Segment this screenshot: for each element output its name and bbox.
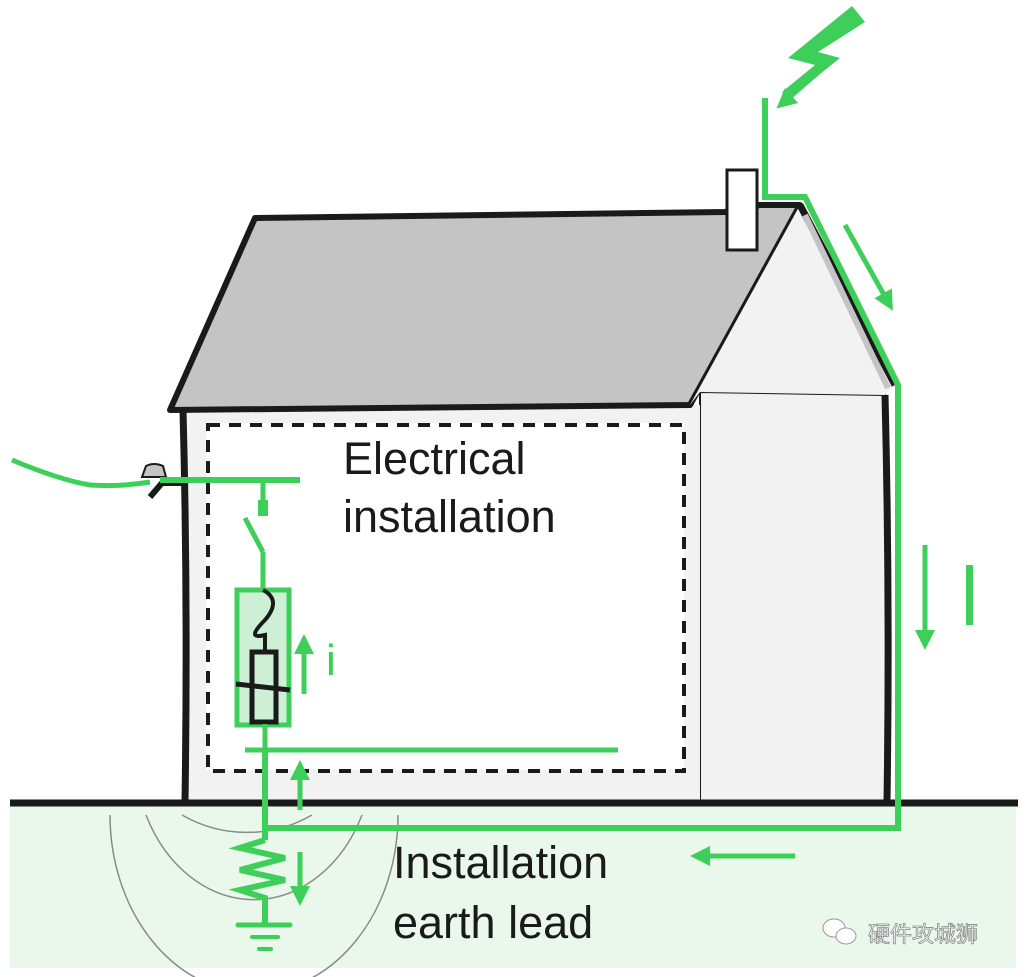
watermark-text: 硬件攻城狮 — [868, 923, 978, 948]
electrical-installation-boundary — [206, 423, 686, 773]
insulator — [140, 463, 168, 478]
electrical-installation-label-1: Electrical — [343, 433, 526, 484]
earth-lead-label-1: Installation — [393, 837, 608, 888]
house-side-wall — [699, 390, 890, 803]
current-label-small: i — [326, 636, 336, 685]
lightning-current-path — [265, 98, 901, 831]
switch-icon — [242, 516, 266, 554]
electrical-installation-label-2: installation — [343, 491, 556, 542]
current-label-large — [966, 565, 973, 625]
supply-line — [11, 457, 151, 489]
earth-resistor-icon — [228, 837, 286, 925]
chimney — [725, 168, 759, 252]
current-arrows — [290, 223, 935, 906]
house-gable — [690, 205, 895, 405]
earth-lead-label-2: earth lead — [393, 897, 593, 948]
ground-symbol-icon — [235, 922, 293, 951]
lightning-bolt-icon — [782, 6, 865, 98]
surge-protective-device — [234, 587, 292, 728]
wechat-icon — [822, 918, 857, 945]
earth-ripples — [109, 814, 399, 977]
